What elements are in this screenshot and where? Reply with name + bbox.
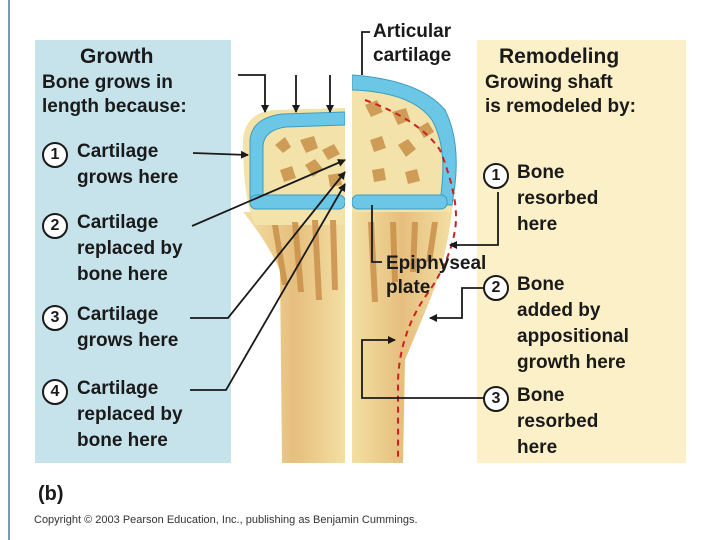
growth-arrows <box>190 31 370 391</box>
epiphyseal-plate-label: Epiphyseal plate <box>386 253 487 298</box>
remodeling-step-1-badge: 1 <box>483 163 509 189</box>
remodeling-step-2-badge: 2 <box>483 275 509 301</box>
remodeling-step-2-text: Bone added by appositional growth here <box>517 274 629 373</box>
copyright-notice: Copyright © 2003 Pearson Education, Inc.… <box>34 514 418 526</box>
remodeling-step-1-text: Bone resorbed here <box>517 162 599 235</box>
arrow-remodel-2 <box>429 287 485 322</box>
remodeling-step-3-text: Bone resorbed here <box>517 385 599 458</box>
growth-subtitle-line2: length because: <box>42 96 187 117</box>
growth-step-3-text: Cartilage grows here <box>77 304 179 351</box>
arrow-growth-2 <box>191 159 346 227</box>
growth-step-3-badge: 3 <box>42 305 68 331</box>
bone-right-half <box>351 74 457 463</box>
arrow-remodel-3 <box>361 336 485 399</box>
arrow-remodel-1 <box>449 192 499 249</box>
remodeling-heading: Remodeling <box>499 45 620 68</box>
growth-step-4-badge: 4 <box>42 379 68 405</box>
remodeling-panel <box>477 40 686 463</box>
epiphyseal-leader <box>371 205 382 263</box>
growth-step-2-badge: 2 <box>42 213 68 239</box>
arrow-growth-1 <box>192 150 249 159</box>
growth-heading: Growth <box>80 45 154 68</box>
remodeling-subtitle-line1: Growing shaft <box>485 72 613 93</box>
remodeling-subtitle-line2: is remodeled by: <box>485 96 636 117</box>
growth-step-1-text: Cartilage grows here <box>77 141 179 188</box>
split-gap <box>345 70 352 465</box>
articular-leader <box>361 31 370 75</box>
resorption-boundary-line <box>364 99 457 460</box>
slide-edge-line <box>8 0 10 540</box>
epiphyseal-plate-right <box>351 194 448 210</box>
growth-step-2-text: Cartilage replaced by bone here <box>77 212 183 285</box>
figure-label: (b) <box>38 483 64 505</box>
bone-shaft-left <box>243 212 345 463</box>
articular-cartilage-label: Articular cartilage <box>373 21 452 66</box>
growth-subtitle-line1: Bone grows in <box>42 72 173 93</box>
arrow-growth-4 <box>190 183 346 391</box>
arrow-top-1 <box>238 74 269 113</box>
remodeling-arrows <box>361 192 499 399</box>
remodeling-step-3-badge: 3 <box>483 386 509 412</box>
bone-left-half <box>243 108 346 463</box>
growth-step-1-badge: 1 <box>42 142 68 168</box>
growth-step-4-text: Cartilage replaced by bone here <box>77 378 183 451</box>
arrow-growth-3 <box>190 171 346 319</box>
bone-shaft-right <box>352 212 452 463</box>
